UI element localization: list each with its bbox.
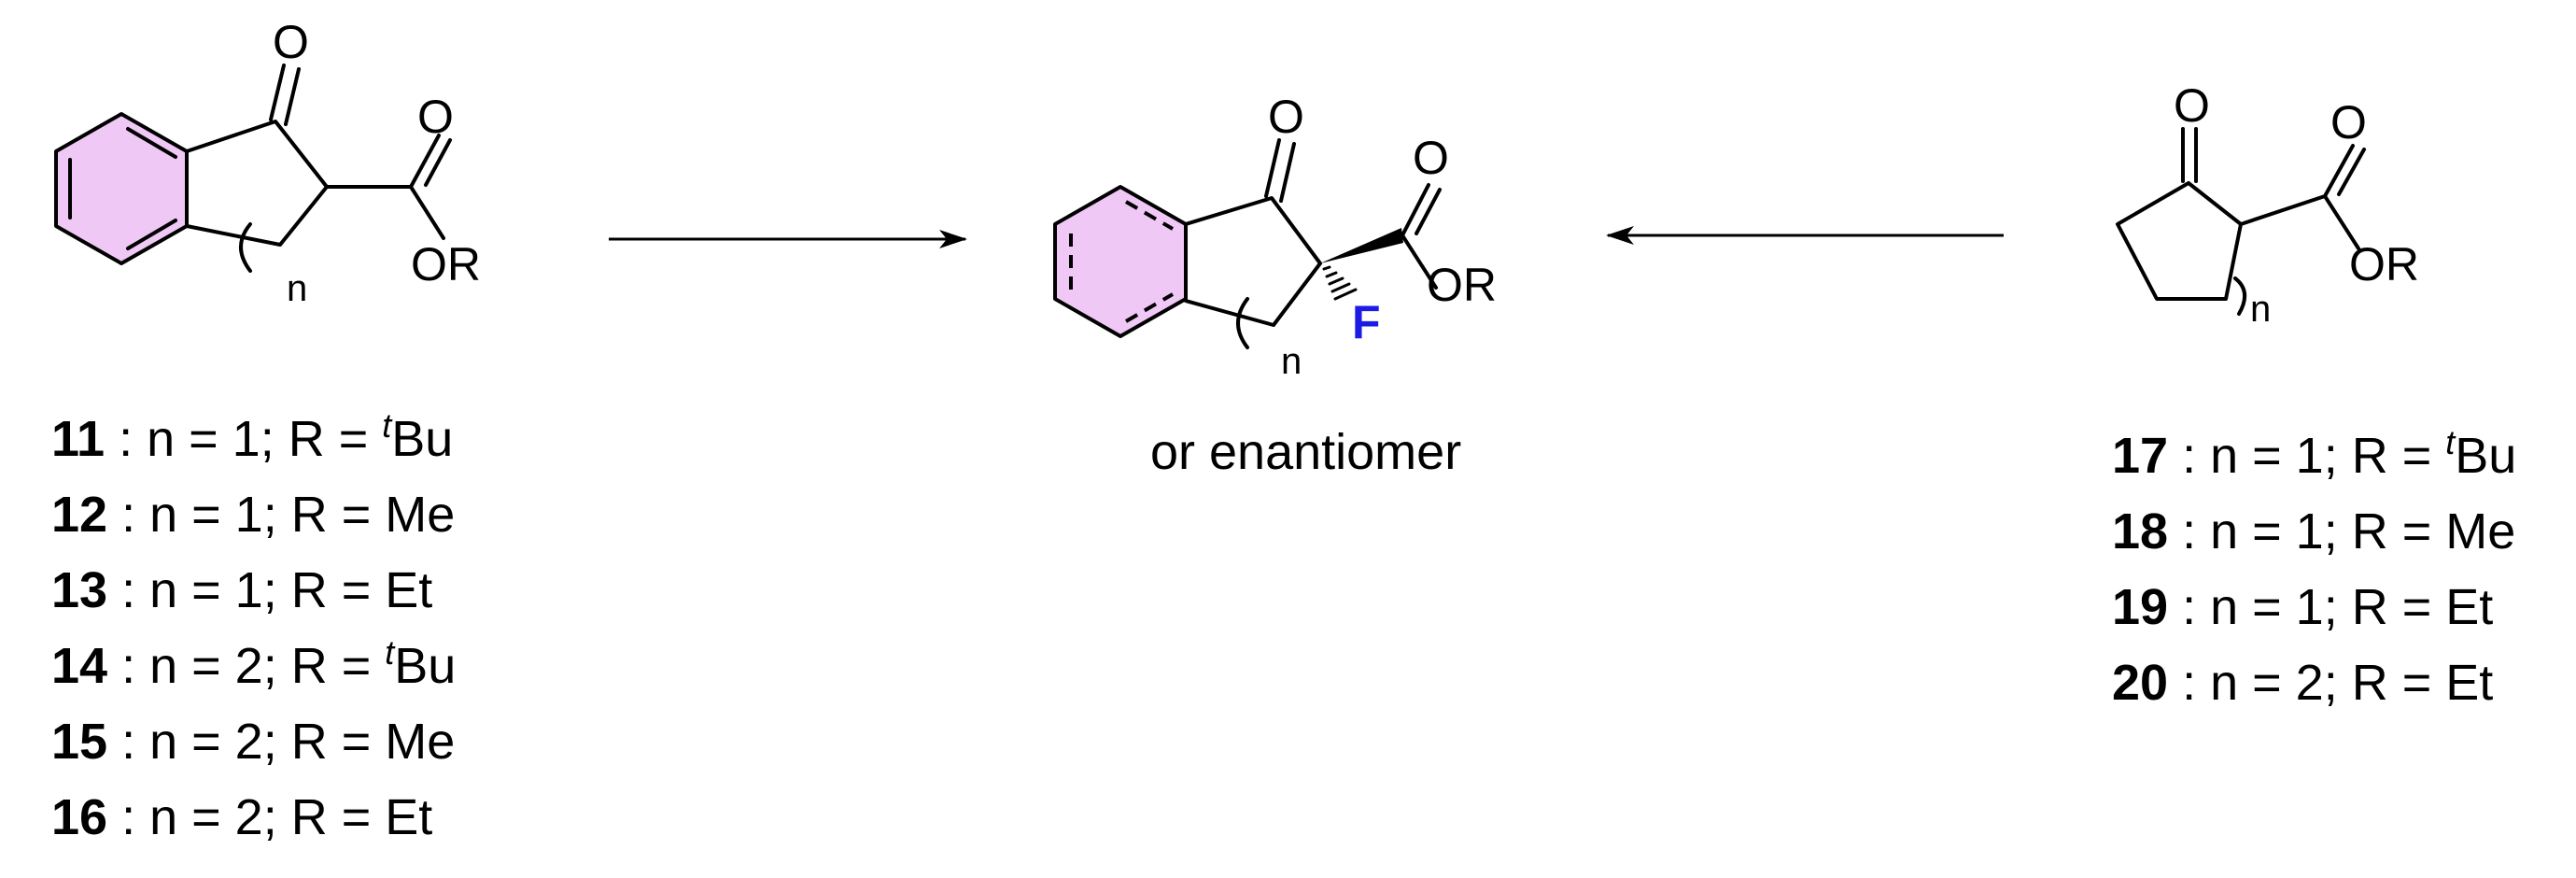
hashed-bond-to-fluorine	[1322, 265, 1358, 301]
compound-number: 14	[51, 638, 107, 694]
product-partial-unsaturation	[1069, 200, 1175, 323]
right-ester-carbonyl-oxygen: O	[2330, 96, 2367, 149]
left-compound-11: 11 : n = 1; R = tBu	[51, 406, 453, 467]
compound-number: 13	[51, 562, 107, 618]
compound-number: 16	[51, 789, 107, 845]
compound-number: 19	[2112, 579, 2168, 635]
product-ring-bracket	[1236, 297, 1249, 349]
left-compound-16: 16 : n = 2; R = Et	[51, 789, 432, 845]
compound-description: : n = 1; R =	[2168, 428, 2445, 484]
cyclic-ketoester-structure: O O OR n	[2116, 79, 2419, 330]
wedge-bond	[1320, 228, 1403, 263]
aromatic-ring-fill	[56, 114, 187, 263]
product-ketone-oxygen: O	[1268, 91, 1304, 143]
right-compound-list: 17 : n = 1; R = tBu 18 : n = 1; R = Me 19 …	[2112, 423, 2516, 711]
ring-index-n: n	[287, 268, 307, 309]
fluorinated-product-structure: O O OR F n	[1053, 91, 1497, 382]
product-aromatic-ring-fill	[1055, 187, 1186, 336]
fluorine-atom: F	[1352, 296, 1381, 348]
tert-prefix: t	[385, 633, 396, 672]
compound-description: : n = 2; R =	[107, 638, 385, 694]
right-compound-17: 17 : n = 1; R = tBu	[2112, 423, 2516, 484]
compound-description: : n = 1; R =	[105, 411, 382, 467]
five-membered-ring	[185, 64, 452, 247]
cycloalkanone-ring	[2116, 127, 2366, 301]
compound-description: : n = 1; R = Et	[2168, 579, 2493, 635]
left-compound-13: 13 : n = 1; R = Et	[51, 562, 432, 618]
r-group: Bu	[391, 411, 453, 467]
compound-number: 17	[2112, 428, 2168, 484]
product-caption: or enantiomer	[1150, 424, 1461, 480]
compound-number: 20	[2112, 655, 2168, 711]
ketone-oxygen: O	[273, 16, 309, 68]
right-ring-index-n: n	[2250, 289, 2271, 330]
r-group: Bu	[2455, 428, 2516, 484]
right-compound-18: 18 : n = 1; R = Me	[2112, 503, 2515, 559]
compound-number: 12	[51, 487, 107, 543]
right-ester-or-group: OR	[2349, 238, 2419, 290]
compound-number: 11	[51, 411, 105, 467]
ester-or-group: OR	[411, 238, 481, 290]
compound-number: 18	[2112, 503, 2168, 559]
compound-description: : n = 1; R = Et	[107, 562, 432, 618]
left-compound-12: 12 : n = 1; R = Me	[51, 487, 455, 543]
left-compound-15: 15 : n = 2; R = Me	[51, 714, 455, 770]
left-compound-14: 14 : n = 2; R = tBu	[51, 633, 456, 694]
compound-description: : n = 2; R = Me	[107, 714, 455, 770]
r-group: Bu	[394, 638, 456, 694]
ester-carbonyl-oxygen: O	[417, 91, 454, 143]
tert-prefix: t	[382, 406, 393, 445]
product-ring-index-n: n	[1281, 341, 1302, 382]
compound-description: : n = 1; R = Me	[107, 487, 455, 543]
indanone-ester-structure: O O OR n	[54, 16, 481, 309]
ring-bracket	[239, 222, 252, 273]
tert-prefix: t	[2445, 423, 2456, 461]
compound-description: : n = 2; R = Et	[2168, 655, 2493, 711]
compound-description: : n = 2; R = Et	[107, 789, 432, 845]
right-ring-bracket	[2233, 276, 2246, 316]
right-compound-20: 20 : n = 2; R = Et	[2112, 655, 2493, 711]
right-ketone-oxygen: O	[2174, 79, 2210, 132]
compound-description: : n = 1; R = Me	[2168, 503, 2515, 559]
product-ester-carbonyl-oxygen: O	[1413, 132, 1449, 184]
right-compound-19: 19 : n = 1; R = Et	[2112, 579, 2493, 635]
compound-number: 15	[51, 714, 107, 770]
product-ester-or-group: OR	[1427, 259, 1497, 311]
